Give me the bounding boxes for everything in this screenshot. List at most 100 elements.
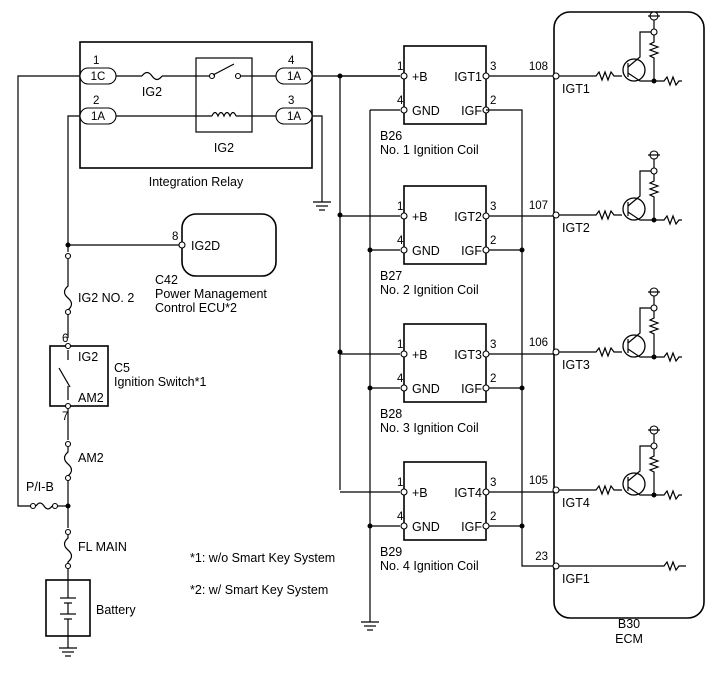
ecm-pin-label: IGT1	[562, 82, 590, 96]
battery: Battery	[45, 579, 136, 648]
coil-pin4-label: GND	[412, 382, 440, 396]
switch-pin-bottom-num: 7	[62, 411, 68, 423]
ig2-fuse-icon	[141, 71, 163, 81]
coil-code: B29	[380, 545, 402, 559]
coil-pin4-num: 4	[397, 373, 404, 385]
coil-pin4-label: GND	[412, 520, 440, 534]
relay-pin-4-conn: 1A	[287, 71, 301, 83]
ecm-pin-label: IGT3	[562, 358, 590, 372]
ecm-resistor-icon	[559, 70, 622, 82]
footnote-2: *2: w/ Smart Key System	[190, 583, 328, 597]
relay-contact-box	[195, 57, 253, 133]
coil-pin1-num: 1	[397, 201, 403, 213]
coil-pin4-label: GND	[412, 104, 440, 118]
coil-pin4-num: 4	[397, 95, 404, 107]
power-ecu-name-1: Power Management	[155, 287, 267, 301]
coil-pin2-num: 2	[490, 95, 496, 107]
switch-pin-top-num: 6	[62, 333, 68, 345]
coil-pin1-label: +B	[412, 348, 428, 362]
coil-pin1-label: +B	[412, 70, 428, 84]
ecm-name: ECM	[615, 632, 643, 646]
coil-pin1-num: 1	[397, 477, 403, 489]
coil-pin3-label: IGT4	[454, 486, 482, 500]
coil-pin1-num: 1	[397, 339, 403, 351]
relay-pin-2-num: 2	[93, 95, 99, 107]
ignition-switch-icon	[58, 367, 71, 388]
power-ecu-pin-num: 8	[172, 231, 178, 243]
am2-label: AM2	[78, 451, 104, 465]
am2-fuse-icon	[63, 447, 73, 486]
ignition-switch-box	[49, 345, 109, 407]
coil-ground-icon	[361, 621, 379, 631]
integration-relay: 1C 1A 1A 1A 1 2 4 3 IG2 IG2 Integration …	[79, 41, 313, 189]
coil-pin2-label: IGF	[461, 104, 482, 118]
power-management-ecu: 8 IG2D C42 Power Management Control ECU*…	[155, 213, 277, 315]
coil-pin1-label: +B	[412, 210, 428, 224]
relay-switch-icon	[212, 63, 235, 76]
coil-pin3-num: 3	[490, 339, 496, 351]
ground-icon	[313, 201, 331, 211]
ig2-no2-fuse-icon	[63, 259, 73, 338]
coil-pin3-num: 3	[490, 477, 496, 489]
switch-pin-bottom-label: AM2	[78, 391, 104, 405]
coil-pin3-label: IGT3	[454, 348, 482, 362]
coil-pin2-num: 2	[490, 373, 496, 385]
coil-code: B28	[380, 407, 402, 421]
ignition-switch-name: Ignition Switch*1	[114, 375, 206, 389]
power-ecu-name-2: Control ECU*2	[155, 301, 237, 315]
relay-fuse-label: IG2	[142, 85, 162, 99]
power-ecu-pin-label: IG2D	[191, 239, 220, 253]
coil-pin1-num: 1	[397, 61, 403, 73]
ignition-coil-box	[403, 323, 487, 403]
coil-pin4-num: 4	[397, 511, 404, 523]
coil-pin2-num: 2	[490, 511, 496, 523]
integration-relay-label: Integration Relay	[149, 175, 244, 189]
coil-pin2-num: 2	[490, 235, 496, 247]
relay-pin-2-conn: 1A	[91, 111, 105, 123]
fl-main-label: FL MAIN	[78, 540, 127, 554]
coil-pin2-label: IGF	[461, 244, 482, 258]
ecm: B30 ECM	[553, 11, 705, 646]
relay-pin-4-num: 4	[288, 55, 295, 67]
ecm-pin-num: 108	[529, 61, 548, 73]
ecm-resistor-icon	[559, 560, 686, 572]
coil-pin2-label: IGF	[461, 520, 482, 534]
relay-coil-label: IG2	[214, 141, 234, 155]
relay-pin-1-conn: 1C	[91, 71, 106, 83]
battery-ground-icon	[59, 647, 77, 657]
power-ecu-code: C42	[155, 273, 178, 287]
ecm-code: B30	[618, 617, 640, 631]
ecm-resistor-icon	[559, 484, 622, 496]
pib-label: P/I-B	[26, 480, 54, 494]
ecm-pin-label: IGT2	[562, 221, 590, 235]
coil-pin4-label: GND	[412, 244, 440, 258]
coil-name: No. 3 Ignition Coil	[380, 421, 479, 435]
ignition-switch: 6 IG2 7 AM2 C5 Ignition Switch*1	[49, 333, 206, 423]
relay-pin-3-conn: 1A	[287, 111, 301, 123]
relay-pin-1-num: 1	[93, 55, 99, 67]
ecm-resistor-icon	[559, 209, 622, 221]
fl-main-fuse-icon	[63, 535, 73, 580]
ignition-coil-box	[403, 45, 487, 125]
ig2-no2-label: IG2 NO. 2	[78, 291, 134, 305]
ecm-pin-num: 106	[529, 337, 548, 349]
ecm-pin-num: 105	[529, 475, 548, 487]
coil-pin3-label: IGT2	[454, 210, 482, 224]
footnote-1: *1: w/o Smart Key System	[190, 551, 335, 565]
ecm-pin-label: IGT4	[562, 496, 590, 510]
ecm-pin-num: 23	[535, 551, 548, 563]
relay-coil-icon	[211, 111, 237, 118]
ecm-pin-label: IGF1	[562, 572, 590, 586]
